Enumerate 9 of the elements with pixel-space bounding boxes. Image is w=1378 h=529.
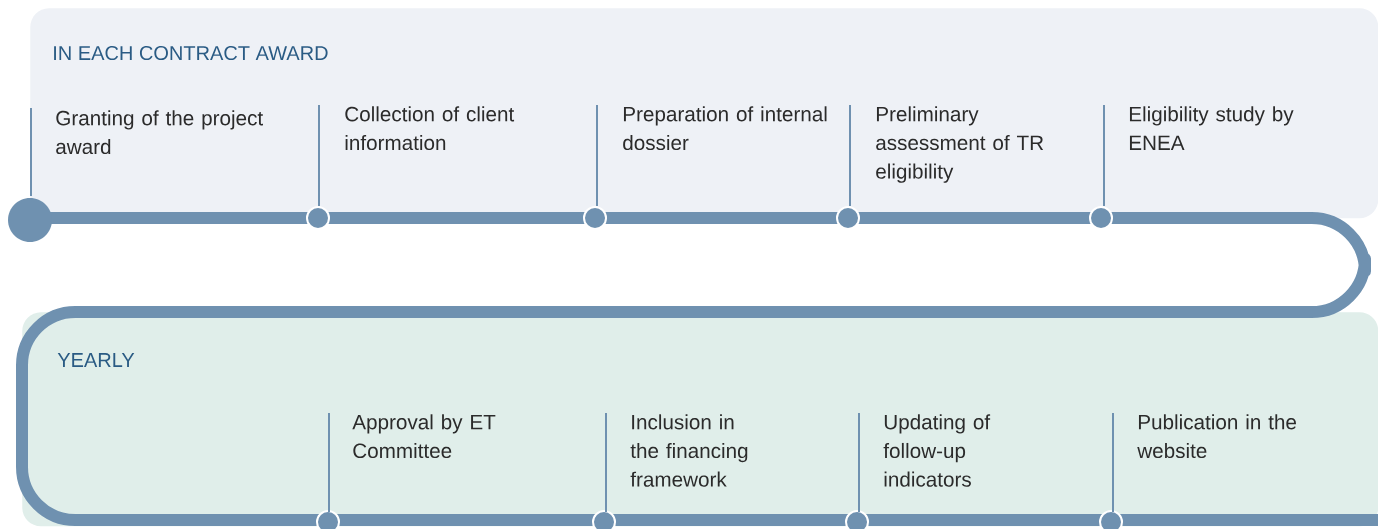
step-text: Collection of client information — [345, 106, 515, 151]
step-text: Preparation of internal dossier — [623, 106, 827, 151]
step-text: Granting of the project award — [56, 110, 263, 155]
step-text: Updating of follow-up indicators — [883, 414, 991, 487]
step-text: Eligibility study by ENEA — [1129, 106, 1294, 150]
step-text: Preliminary assessment of TR eligibility — [876, 106, 1044, 183]
step-text: Approval by ET Committee — [352, 414, 496, 459]
step-text: Inclusion in the financing framework — [630, 414, 748, 487]
step-text: Publication in the website — [1137, 414, 1296, 459]
